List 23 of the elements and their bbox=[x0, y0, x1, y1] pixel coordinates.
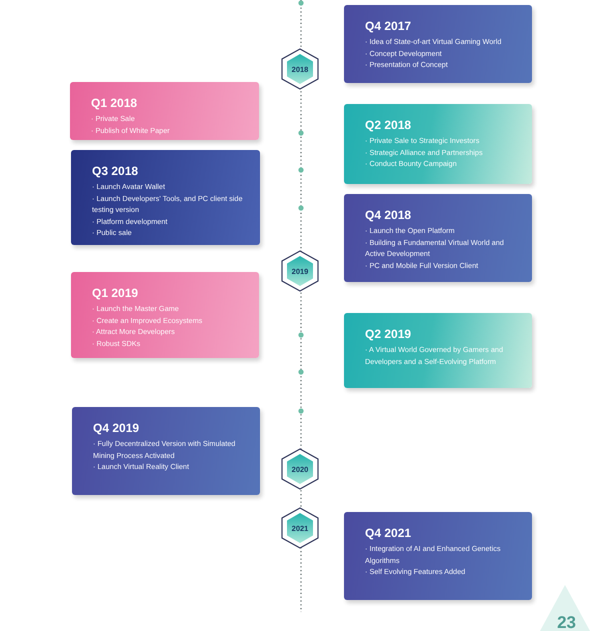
year-hexagon bbox=[281, 48, 319, 90]
quarter-heading: Q2 2019 bbox=[365, 327, 412, 341]
milestone-card bbox=[344, 194, 532, 282]
quarter-heading: Q2 2018 bbox=[365, 118, 412, 132]
year-hexagon bbox=[281, 507, 319, 549]
milestone-card bbox=[70, 82, 259, 140]
milestone-card bbox=[71, 272, 259, 358]
milestone-card bbox=[344, 512, 532, 600]
quarter-heading: Q4 2019 bbox=[93, 421, 140, 435]
milestone-card bbox=[344, 5, 532, 83]
quarter-heading: Q3 2018 bbox=[92, 164, 140, 178]
quarter-heading: Q1 2019 bbox=[92, 286, 140, 300]
milestone-card bbox=[344, 104, 532, 184]
quarter-heading: Q4 2021 bbox=[365, 526, 412, 540]
milestone-card bbox=[71, 150, 260, 245]
milestone-card bbox=[344, 313, 532, 388]
year-hexagon bbox=[281, 250, 319, 292]
quarter-heading: Q4 2018 bbox=[365, 208, 412, 222]
page-number: 23 bbox=[557, 613, 576, 631]
quarter-heading: Q4 2017 bbox=[365, 19, 412, 33]
year-hexagon bbox=[281, 448, 319, 490]
milestone-card bbox=[72, 407, 260, 495]
quarter-heading: Q1 2018 bbox=[91, 96, 138, 110]
